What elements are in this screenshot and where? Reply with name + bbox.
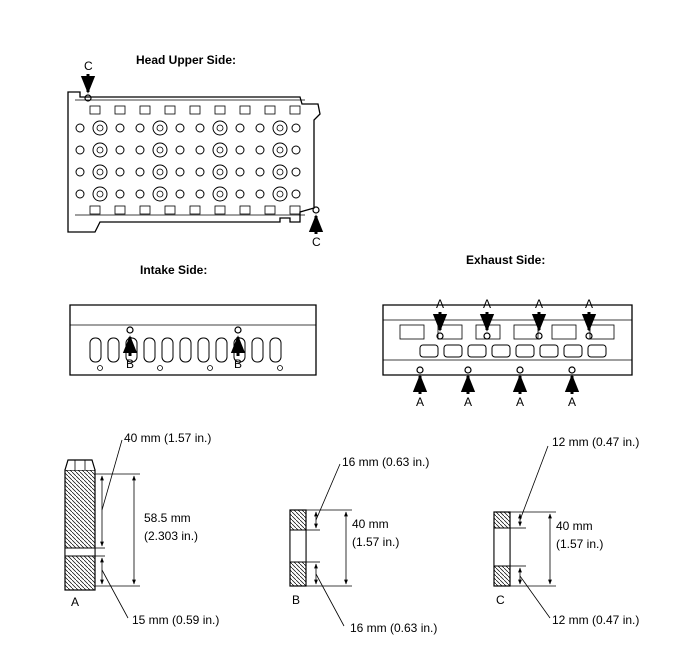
stud-a-bottom-dimension: 15 mm (0.59 in.): [132, 613, 219, 627]
stud-a-overall-dimension-mm: 58.5 mm: [144, 511, 191, 525]
marker-b-right-label: B: [234, 357, 242, 371]
exhaust-stud-a-top: A: [581, 297, 597, 340]
exhaust-ports: [399, 324, 615, 358]
exhaust-stud-a-top: A: [432, 297, 448, 340]
stud-a-dimensions: [95, 439, 140, 619]
exhaust-stud-a-top: A: [479, 297, 495, 340]
exhaust-stud-a-bottom: A: [512, 366, 528, 409]
stud-b-drawing: B: [289, 509, 307, 607]
marker-a-label: A: [483, 297, 491, 311]
head-stud-c-lower: C: [308, 206, 324, 249]
marker-c-upper-label: C: [84, 59, 93, 73]
stud-b-bottom-dimension: 16 mm (0.63 in.): [350, 621, 437, 635]
marker-a-label: A: [585, 297, 593, 311]
stud-c-top-dimension: 12 mm (0.47 in.): [552, 435, 639, 449]
stud-c-bottom-dimension: 12 mm (0.47 in.): [552, 613, 639, 627]
stud-a-top-dimension: 40 mm (1.57 in.): [124, 431, 211, 445]
marker-c-lower-label: C: [312, 235, 321, 249]
marker-a-label: A: [464, 395, 472, 409]
stud-c-overall-dimension-in: (1.57 in.): [556, 537, 603, 551]
marker-a-label: A: [535, 297, 543, 311]
head-stud-c-upper: C: [80, 59, 96, 102]
stud-c-drawing: C: [493, 511, 511, 607]
intake-side-title: Intake Side:: [140, 263, 207, 277]
exhaust-side-title: Exhaust Side:: [466, 253, 545, 267]
exhaust-stud-a-bottom: A: [460, 366, 476, 409]
marker-a-label: A: [516, 395, 524, 409]
marker-a-label: A: [568, 395, 576, 409]
stud-c-overall-dimension-mm: 40 mm: [556, 519, 593, 533]
head-bolt-holes: [75, 105, 301, 215]
exhaust-stud-a-bottom: A: [564, 366, 580, 409]
stud-b-overall-dimension-mm: 40 mm: [352, 517, 389, 531]
exhaust-side-view: [382, 304, 633, 376]
head-upper-side-title: Head Upper Side:: [136, 53, 236, 67]
stud-c-letter: C: [496, 593, 505, 607]
intake-stud-b-left: B: [122, 326, 138, 371]
stud-b-letter: B: [292, 593, 300, 607]
exhaust-stud-a-top: A: [531, 297, 547, 340]
stud-b-overall-dimension-in: (1.57 in.): [352, 535, 399, 549]
stud-b-top-dimension: 16 mm (0.63 in.): [342, 455, 429, 469]
intake-stud-b-right: B: [230, 326, 246, 371]
marker-b-left-label: B: [126, 357, 134, 371]
stud-a-drawing: A: [64, 459, 96, 609]
stud-a-letter: A: [71, 595, 79, 609]
intake-ports: [89, 337, 283, 371]
head-upper-side-view: [67, 91, 321, 233]
marker-a-label: A: [436, 297, 444, 311]
exhaust-stud-a-bottom: A: [412, 366, 428, 409]
intake-side-view: [69, 304, 317, 376]
stud-b-dimensions: [306, 463, 352, 627]
marker-a-label: A: [416, 395, 424, 409]
stud-a-overall-dimension-in: (2.303 in.): [144, 529, 198, 543]
stud-c-dimensions: [510, 445, 556, 619]
